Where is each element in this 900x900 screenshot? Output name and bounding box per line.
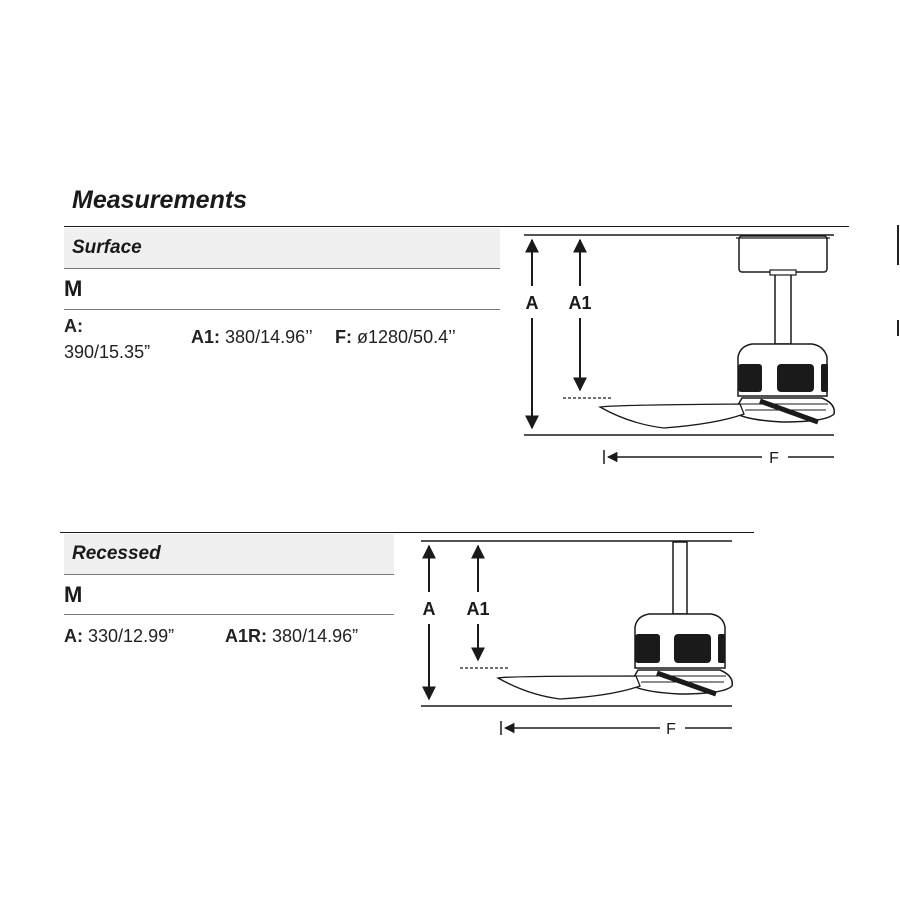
recessed-f-label: F (666, 721, 676, 738)
recessed-vent (635, 634, 660, 663)
recessed-heading: Recessed (72, 543, 161, 564)
spec-label: A1R: (225, 626, 268, 646)
spec-label: A1: (191, 327, 221, 347)
surface-vent (777, 364, 814, 392)
edge-mark (897, 320, 899, 336)
spec-label: A: (64, 626, 83, 646)
recessed-header-rule (64, 574, 394, 575)
recessed-spec-a: A: 330/12.99” (64, 626, 174, 647)
recessed-blade (496, 675, 641, 700)
surface-a1-label: A1 (568, 293, 591, 313)
surface-spec-a1: A1: 380/14.96’’ (191, 327, 313, 348)
edge-mark (897, 225, 899, 265)
surface-blade (598, 403, 745, 429)
surface-f-label: F (769, 450, 779, 467)
surface-a-label: A (526, 293, 539, 313)
surface-section-header: Surface (64, 228, 500, 268)
page-title: Measurements (72, 186, 248, 214)
recessed-section-header: Recessed (64, 534, 394, 574)
spec-label: A: (64, 316, 83, 336)
recessed-spec-a1r: A1R: 380/14.96” (225, 626, 358, 647)
surface-model-label: M (64, 276, 83, 301)
surface-heading: Surface (72, 237, 142, 258)
surface-blade-arm (759, 398, 819, 425)
recessed-top-rule (60, 532, 754, 533)
surface-downrod-collar (769, 269, 797, 276)
surface-spec-a: A: (64, 316, 83, 337)
spec-value: 380/14.96” (272, 626, 359, 646)
recessed-downrod (672, 541, 688, 615)
surface-model-rule (64, 309, 500, 310)
surface-vent (821, 364, 828, 392)
surface-vent (738, 364, 762, 392)
spec-value: 330/12.99” (88, 626, 175, 646)
spec-value: ø1280/50.4’’ (357, 327, 456, 347)
surface-spec-f: F: ø1280/50.4’’ (335, 327, 456, 348)
spec-value: 380/14.96’’ (225, 327, 313, 347)
recessed-a-label: A (423, 599, 436, 619)
recessed-blade-arm (656, 670, 717, 697)
surface-header-rule (64, 268, 500, 269)
recessed-model-label: M (64, 582, 83, 607)
recessed-vent (674, 634, 711, 663)
recessed-model-rule (64, 614, 394, 615)
title-rule (64, 226, 849, 227)
recessed-vent (718, 634, 725, 663)
surface-spec-a-value: 390/15.35” (64, 342, 151, 362)
spec-label: F: (335, 327, 352, 347)
recessed-a1-label: A1 (466, 599, 489, 619)
